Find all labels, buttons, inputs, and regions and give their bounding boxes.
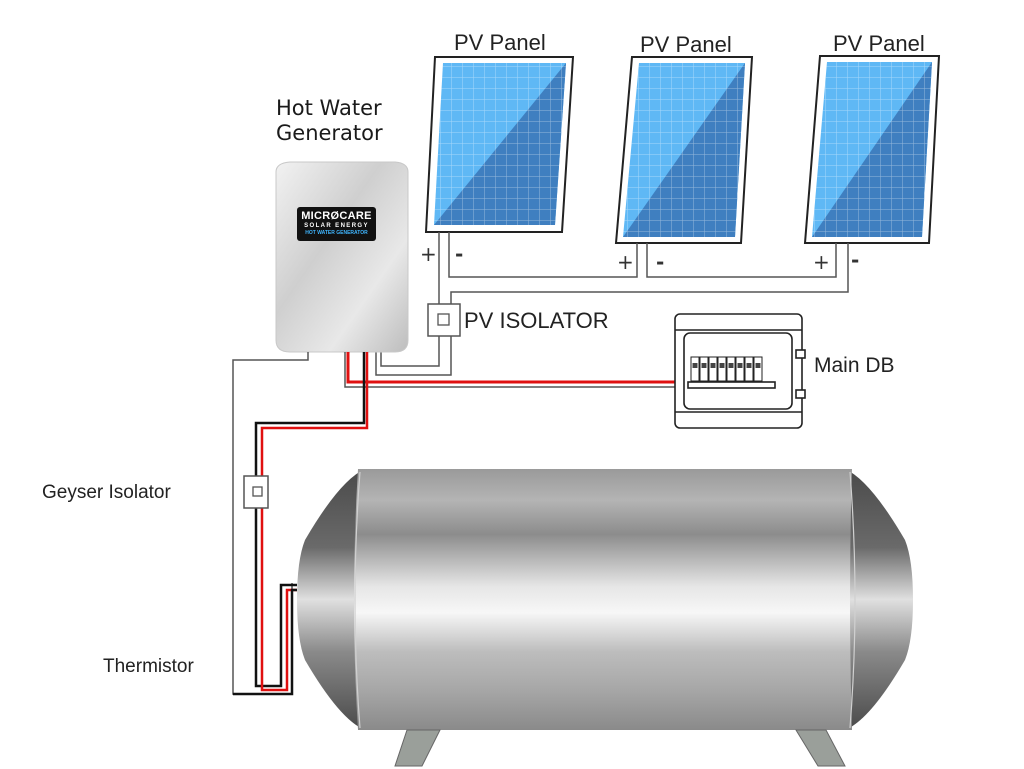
geyser-tank [297, 469, 913, 730]
pv-panel-2-label: PV Panel [640, 32, 732, 57]
pv-isolator [427, 303, 461, 337]
breaker [726, 356, 736, 382]
pv-panel-3-label: PV Panel [833, 31, 925, 56]
main-db-label: Main DB [814, 354, 895, 377]
panel-3-negative-terminal: - [851, 248, 860, 272]
brand-name: MICRØCARE [301, 210, 372, 222]
breaker-switch [692, 363, 698, 368]
geyser-isolator-label: Geyser Isolator [42, 482, 171, 503]
breaker-switch [728, 363, 734, 368]
hot-water-generator [275, 161, 409, 353]
main-db-breakers [690, 356, 763, 382]
pv-isolator-label: PV ISOLATOR [464, 308, 609, 333]
pv-isolator-to-generator-wiring [375, 336, 452, 376]
geyser-wiring [232, 352, 369, 696]
main-db-wiring [344, 352, 678, 388]
hot-water-generator-label-line2: Generator [276, 121, 383, 145]
breaker [744, 356, 754, 382]
thermistor-label: Thermistor [103, 656, 194, 677]
breaker-switch [719, 363, 725, 368]
breaker [717, 356, 727, 382]
geyser-tank-feet [394, 729, 846, 767]
breaker-switch [701, 363, 707, 368]
breaker [690, 356, 700, 382]
pv-panel-1 [424, 56, 575, 233]
hot-water-generator-label-line1: Hot Water [276, 96, 382, 120]
pv-panel-3 [803, 55, 941, 244]
pv-string-wiring [438, 232, 849, 304]
breaker [735, 356, 745, 382]
breaker-switch [710, 363, 716, 368]
breaker [753, 356, 763, 382]
breaker-switch [755, 363, 761, 368]
breaker-switch [746, 363, 752, 368]
panel-3-positive-terminal: + [813, 250, 830, 274]
pv-panel-1-label: PV Panel [454, 30, 546, 55]
brand-line3: HOT WATER GENERATOR [305, 230, 368, 236]
generator-brand-badge: MICRØCARE SOLAR ENERGY HOT WATER GENERAT… [297, 207, 376, 241]
pv-panel-2 [614, 56, 754, 244]
breaker-switch [737, 363, 743, 368]
breaker [708, 356, 718, 382]
breaker [699, 356, 709, 382]
panel-1-negative-terminal: - [455, 242, 464, 266]
geyser-isolator [243, 475, 269, 509]
panel-2-negative-terminal: - [656, 250, 665, 274]
panel-2-positive-terminal: + [617, 250, 634, 274]
brand-line2: SOLAR ENERGY [304, 223, 369, 229]
panel-1-positive-terminal: + [420, 242, 437, 266]
